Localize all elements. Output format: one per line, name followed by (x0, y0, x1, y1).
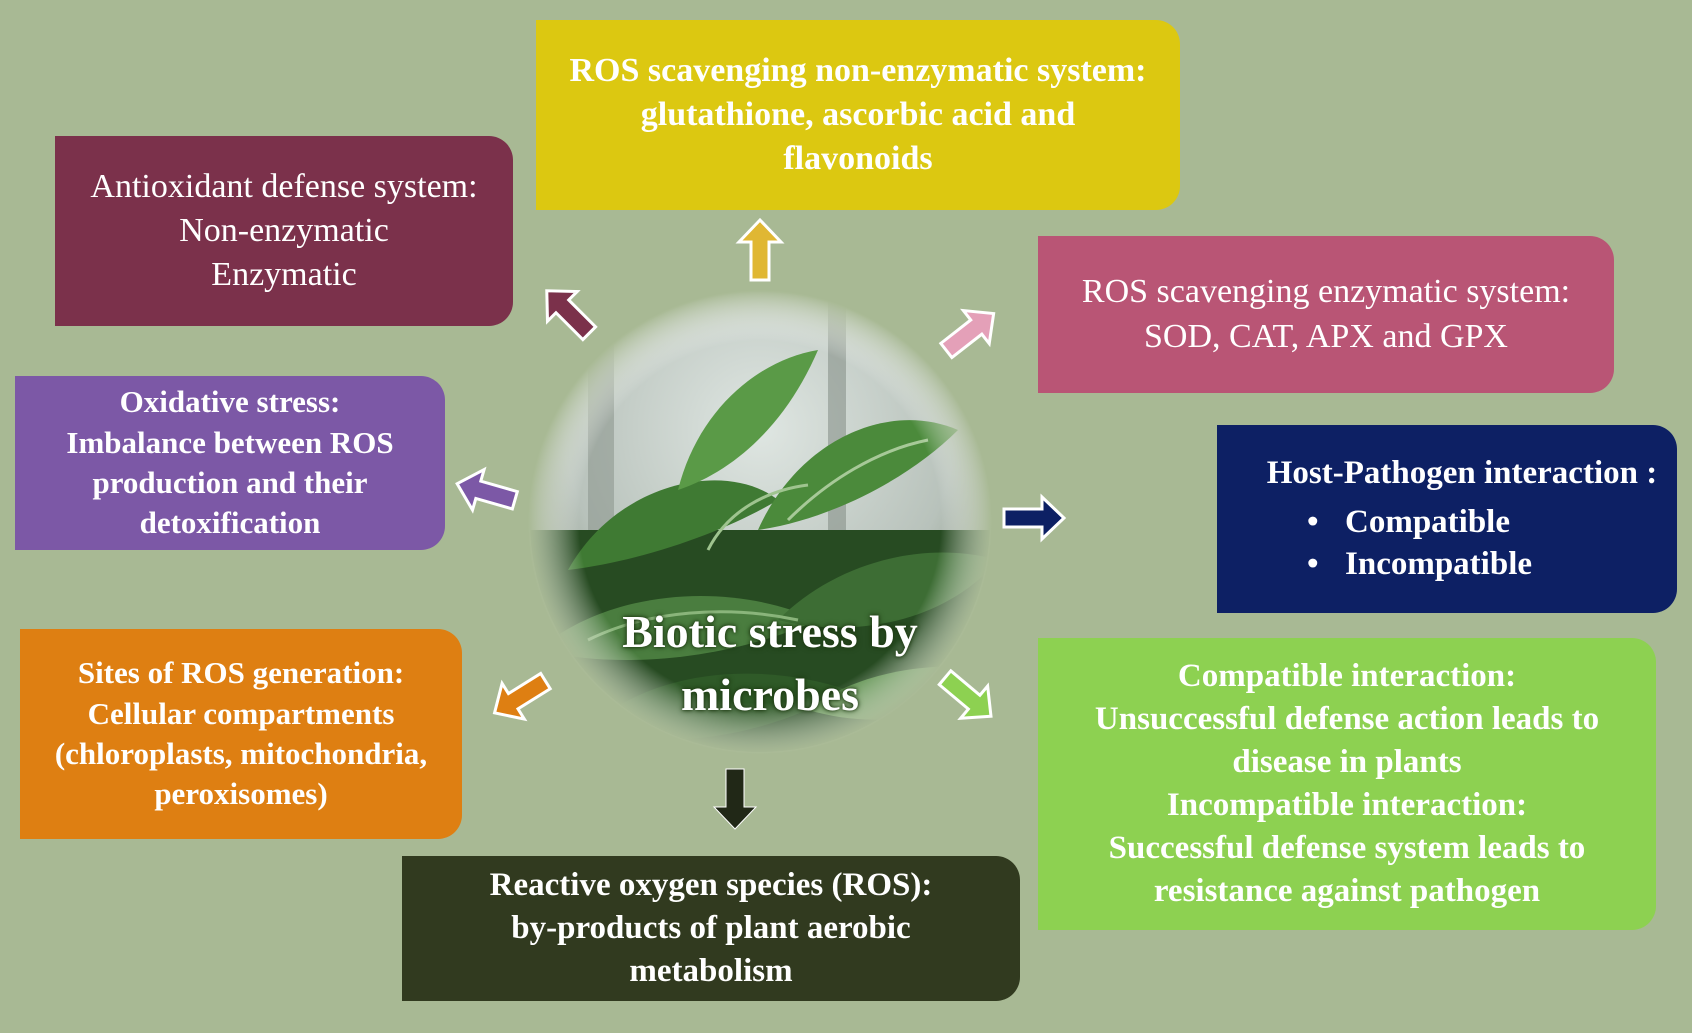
box-text-line: peroxisomes) (154, 776, 328, 812)
box-text-line: Compatible interaction: (1177, 658, 1517, 695)
host-pathogen-interaction-box: Host-Pathogen interaction : • Compatible … (1217, 425, 1677, 613)
ros-non-enzymatic-system-box: ROS scavenging non-enzymatic system: glu… (536, 20, 1180, 210)
center-label-line: Biotic stress by (622, 606, 918, 657)
arrow-to-enzymatic-system (938, 308, 996, 360)
box-text-line: Unsuccessful defense action leads to (1094, 701, 1600, 738)
arrow-to-non-enzymatic-system (735, 217, 785, 282)
box-text-line: by-products of plant aerobic (511, 910, 911, 947)
box-text-line: production and their (92, 465, 368, 500)
box-text-line: (chloroplasts, mitochondria, (54, 736, 428, 771)
ros-generation-sites-box: Sites of ROS generation: Cellular compar… (20, 629, 462, 839)
box-text-line: Cellular compartments (87, 695, 395, 731)
list-item-label: Compatible (1345, 503, 1510, 540)
box-text-line: disease in plants (1232, 744, 1462, 781)
box-text-line: Imbalance between ROS (66, 424, 394, 460)
center-label-line: microbes (680, 669, 859, 721)
list-item: • Incompatible (1307, 543, 1677, 586)
box-text-line: Enzymatic (211, 256, 357, 294)
box-text-line: ROS scavenging enzymatic system: (1081, 273, 1571, 311)
oxidative-stress-box: Oxidative stress: Imbalance between ROS … (15, 376, 445, 550)
box-text-line: Reactive oxygen species (ROS): (489, 867, 933, 904)
box-text-line: Antioxidant defense system: (90, 167, 478, 205)
bullet-icon: • (1307, 546, 1319, 583)
box-text-line: Incompatible interaction: (1166, 787, 1528, 823)
box-text-line: resistance against pathogen (1153, 872, 1541, 909)
box-text-line: Successful defense system leads to (1108, 829, 1586, 866)
antioxidant-defense-box: Antioxidant defense system: Non-enzymati… (55, 136, 513, 326)
box-title: Host-Pathogen interaction : (1266, 454, 1658, 491)
box-text-line: glutathione, ascorbic acid and (640, 95, 1076, 133)
bullet-icon: • (1307, 503, 1319, 540)
arrow-to-oxidative-stress (455, 466, 520, 514)
interaction-type-list: • Compatible • Incompatible (1217, 501, 1677, 587)
box-text-line: Non-enzymatic (179, 211, 389, 249)
ros-definition-box: Reactive oxygen species (ROS): by-produc… (402, 856, 1020, 1001)
arrow-to-host-pathogen (1002, 493, 1067, 543)
box-text-line: SOD, CAT, APX and GPX (1144, 317, 1508, 355)
box-text-line: metabolism (629, 952, 793, 989)
center-label: Biotic stress by microbes (560, 600, 980, 727)
box-text-line: ROS scavenging non-enzymatic system: (569, 51, 1147, 89)
arrow-to-ros-sites (492, 671, 553, 722)
arrow-to-ros-definition (712, 768, 758, 830)
box-text-line: detoxification (139, 505, 321, 541)
plant-photo (528, 290, 992, 754)
arrow-to-antioxidant-defense (545, 289, 598, 342)
ros-enzymatic-system-box: ROS scavenging enzymatic system: SOD, CA… (1038, 236, 1614, 393)
list-item-label: Incompatible (1345, 546, 1533, 583)
box-text-line: flavonoids (783, 140, 933, 178)
box-text-line: Sites of ROS generation: (77, 655, 405, 691)
arrow-to-interaction-outcomes (937, 668, 993, 720)
box-text-line: Oxidative stress: (119, 384, 341, 420)
list-item: • Compatible (1307, 501, 1677, 544)
interaction-outcomes-box: Compatible interaction: Unsuccessful def… (1038, 638, 1656, 930)
